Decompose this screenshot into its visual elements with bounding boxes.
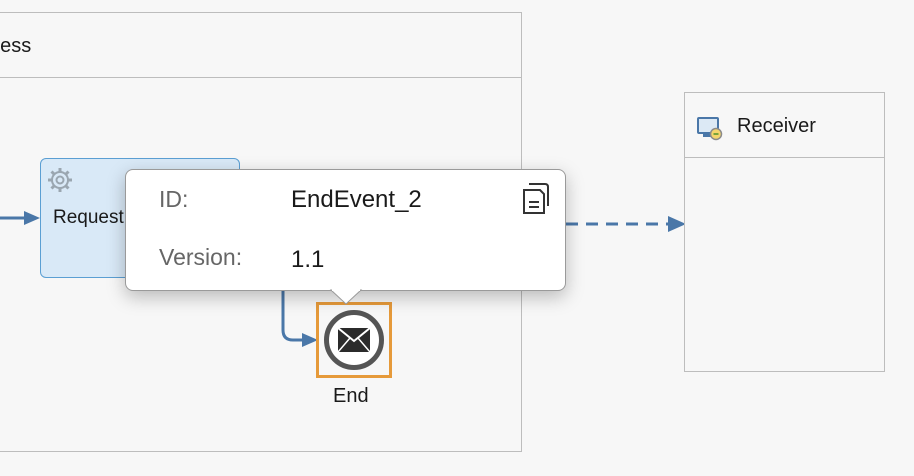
pool-title: Process xyxy=(0,35,32,57)
task-to-end-sequence-flow[interactable] xyxy=(281,278,304,342)
gear-icon xyxy=(48,168,72,192)
pool-header: Process xyxy=(0,13,521,78)
version-value: 1.1 xyxy=(291,246,325,273)
incoming-arrowhead xyxy=(24,211,40,225)
version-key: Version: xyxy=(159,244,243,270)
end-arrowhead xyxy=(302,333,318,347)
mail-icon xyxy=(338,328,370,352)
id-value: EndEvent_2 xyxy=(291,186,422,213)
end-event-selected[interactable] xyxy=(316,302,392,378)
element-info-popover: ID: EndEvent_2 Version: 1.1 xyxy=(125,169,566,305)
receiver-icon xyxy=(697,117,723,141)
id-key: ID: xyxy=(159,186,189,212)
popover-pointer xyxy=(329,289,363,305)
message-flow-arrowhead xyxy=(668,216,686,232)
end-event-label: End xyxy=(333,385,369,407)
receiver-header: Receiver xyxy=(685,93,884,158)
receiver-label: Receiver xyxy=(737,115,816,137)
receiver-participant[interactable]: Receiver xyxy=(684,92,885,372)
copy-icon[interactable] xyxy=(520,182,552,216)
end-event-circle xyxy=(324,310,384,370)
